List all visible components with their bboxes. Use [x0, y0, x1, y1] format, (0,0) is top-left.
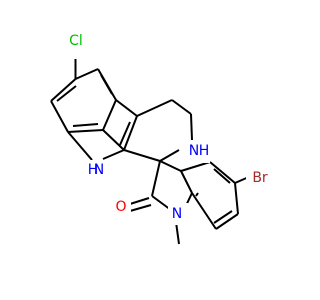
bond: [129, 204, 152, 212]
indole-hydrogen-label: H: [88, 162, 99, 178]
bond: [213, 210, 233, 224]
bond: [56, 85, 77, 102]
bond: [119, 121, 131, 146]
bond: [151, 160, 161, 197]
molecule-structure: Cl N H N H O N Br: [50, 30, 274, 245]
bond-layer: [50, 59, 252, 245]
bond: [129, 197, 150, 205]
bond: [151, 195, 172, 211]
bond: [75, 68, 99, 80]
atom-label-layer: Cl N H N H O N Br: [64, 30, 274, 225]
bond: [191, 192, 217, 230]
indole-nitrogen-label: N: [94, 162, 104, 178]
bond: [72, 123, 99, 127]
bond: [123, 149, 161, 162]
bond: [123, 115, 138, 151]
bond: [159, 149, 180, 162]
bond: [234, 182, 239, 215]
bond: [159, 160, 182, 172]
bond: [100, 74, 113, 95]
bond: [50, 100, 69, 133]
oxygen-atom-label: O: [115, 199, 126, 215]
bond: [195, 192, 199, 197]
molecule-canvas: Cl N H N H O N Br: [50, 30, 274, 245]
bond: [180, 170, 193, 194]
bond: [213, 168, 231, 184]
bromine-atom-label: Br: [252, 170, 268, 186]
bond: [175, 221, 180, 245]
bond: [136, 99, 173, 117]
bond: [215, 213, 239, 230]
bond: [67, 131, 93, 161]
bond: [190, 113, 193, 141]
methyl-nitrogen-label: N: [172, 206, 182, 222]
ring-hydrogen-label: H: [199, 143, 210, 159]
chlorine-atom-label: Cl: [69, 33, 83, 49]
ring-nitrogen-label: N: [189, 143, 199, 159]
bond: [50, 78, 77, 102]
bond: [102, 99, 117, 131]
bond: [102, 129, 125, 151]
bond: [102, 149, 125, 160]
bond: [171, 99, 192, 115]
bond: [115, 99, 138, 117]
bond: [180, 161, 211, 172]
bond: [209, 161, 236, 184]
bond: [67, 129, 104, 133]
